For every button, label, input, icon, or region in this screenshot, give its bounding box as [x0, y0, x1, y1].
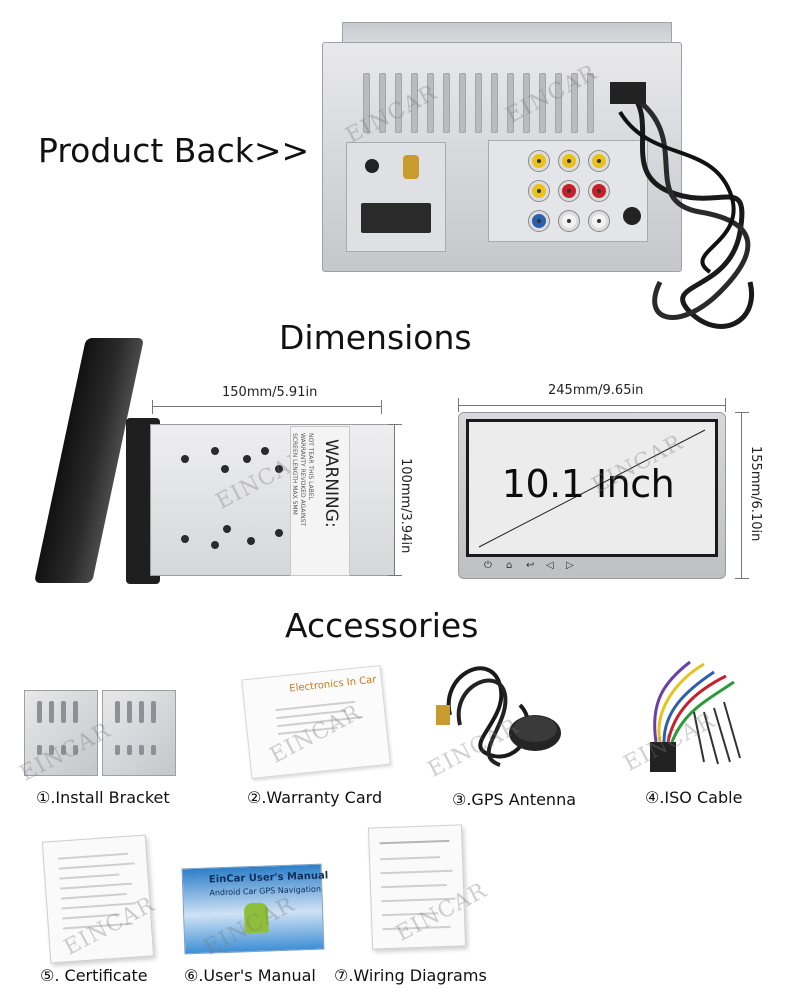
- mount-hole: [247, 537, 255, 545]
- dimension-tick: [735, 578, 749, 579]
- front-height-dimension-line: [741, 412, 742, 579]
- vent-slot: [379, 73, 386, 133]
- rca-port-blue: [529, 211, 549, 231]
- vent-slot: [459, 73, 466, 133]
- home-icon: ⌂: [506, 560, 513, 571]
- mount-hole: [221, 465, 229, 473]
- warning-line: WARRANTY REVOKED AGAINST: [299, 433, 306, 527]
- vent-slot: [411, 73, 418, 133]
- accessory-label: ③.GPS Antenna: [452, 790, 577, 809]
- mount-hole: [261, 447, 269, 455]
- back-icon: ↩: [526, 560, 535, 571]
- width-label: 245mm/9.65in: [548, 383, 644, 398]
- front-button-bar: ⏻ ⌂ ↩ ◁ ▷: [466, 558, 718, 574]
- accessory-label: ②.Warranty Card: [247, 788, 383, 807]
- warning-label: WARNING: NOT TEAR THIS LABEL WARRANTY RE…: [290, 426, 350, 576]
- accessory-label: ⑥.User's Manual: [184, 966, 316, 985]
- rca-port-yellow: [559, 151, 579, 171]
- vent-slot: [587, 73, 594, 133]
- section-title-product-back: Product Back>>: [38, 131, 310, 170]
- mount-hole: [275, 529, 283, 537]
- width-dimension-line: [458, 405, 726, 406]
- rca-port-red: [589, 181, 609, 201]
- dimension-tick: [388, 424, 402, 425]
- rca-port-yellow: [529, 181, 549, 201]
- vent-slot: [427, 73, 434, 133]
- warranty-card-title: Electronics In Car: [288, 674, 377, 695]
- install-bracket-image: EINCAR: [16, 690, 176, 787]
- depth-dimension-line: [152, 406, 382, 407]
- screen-size-label: 10.1 Inch: [501, 462, 675, 506]
- mount-hole: [211, 541, 219, 549]
- accessory-label: ⑤. Certificate: [40, 966, 148, 985]
- manual-cover-title: EinCar User's Manual: [208, 870, 329, 886]
- vent-slot: [507, 73, 514, 133]
- warning-line: SCREEN LENGTH MAX 5MM: [291, 433, 298, 515]
- vent-slot: [395, 73, 402, 133]
- vent-slot: [523, 73, 530, 133]
- warranty-card-image: Electronics In Car EINCAR: [241, 664, 396, 782]
- bracket: [24, 690, 98, 776]
- dimension-tick: [725, 398, 726, 412]
- vent-slot: [571, 73, 578, 133]
- mount-hole: [223, 525, 231, 533]
- av-port-panel: [488, 140, 648, 242]
- accessory-label: ①.Install Bracket: [36, 788, 170, 807]
- vent-slot: [555, 73, 562, 133]
- volume-down-icon: ◁: [546, 560, 554, 571]
- iso-connector-port: [361, 203, 431, 233]
- mount-hole: [181, 455, 189, 463]
- accessory-label: ⑦.Wiring Diagrams: [334, 966, 487, 985]
- rca-port-white: [589, 211, 609, 231]
- manual-cover-subtitle: Android Car GPS Navigation: [209, 884, 322, 898]
- mount-hole: [181, 535, 189, 543]
- power-icon: ⏻: [484, 560, 492, 571]
- side-view-image: EINCAR: [12, 338, 395, 588]
- wifi-port: [365, 159, 379, 173]
- dimension-tick: [458, 398, 459, 412]
- mount-hole: [243, 455, 251, 463]
- rca-port-white: [559, 211, 579, 231]
- section-title-accessories: Accessories: [285, 606, 479, 645]
- dimension-tick: [381, 400, 382, 414]
- iso-cable-image: [650, 660, 741, 772]
- vent-slot: [443, 73, 450, 133]
- rca-port-yellow: [529, 151, 549, 171]
- product-back-image: EINCAR EINCAR: [322, 22, 754, 329]
- rca-port-red: [559, 181, 579, 201]
- dimension-tick: [152, 400, 153, 414]
- vent-slot: [491, 73, 498, 133]
- warning-line: NOT TEAR THIS LABEL: [307, 433, 314, 500]
- side-chassis: [150, 424, 395, 576]
- vent-slot: [539, 73, 546, 133]
- gps-antenna-image: [436, 666, 561, 767]
- mic-port: [623, 207, 641, 225]
- vent-slot: [475, 73, 482, 133]
- front-height-label: 155mm/6.10in: [748, 446, 763, 542]
- harness-cable: [610, 82, 754, 329]
- depth-label: 150mm/5.91in: [222, 385, 318, 400]
- section-title-dimensions: Dimensions: [279, 318, 472, 357]
- power-port-panel: [346, 142, 446, 252]
- dimension-tick: [735, 412, 749, 413]
- height-dimension-line: [394, 424, 395, 576]
- screen-diagonal: [478, 429, 706, 548]
- bracket: [102, 690, 176, 776]
- mount-hole: [275, 465, 283, 473]
- mount-hole: [211, 447, 219, 455]
- gps-antenna-port: [403, 155, 419, 179]
- vent-slot: [363, 73, 370, 133]
- volume-up-icon: ▷: [566, 560, 574, 571]
- accessory-label: ④.ISO Cable: [645, 788, 743, 807]
- warning-title: WARNING:: [321, 439, 341, 528]
- front-screen: [466, 419, 718, 557]
- rca-port-yellow: [589, 151, 609, 171]
- dimension-tick: [388, 575, 402, 576]
- height-label: 100mm/3.94in: [398, 458, 413, 554]
- front-view-image: 10.1 Inch ⏻ ⌂ ↩ ◁ ▷ EINCAR: [458, 412, 726, 579]
